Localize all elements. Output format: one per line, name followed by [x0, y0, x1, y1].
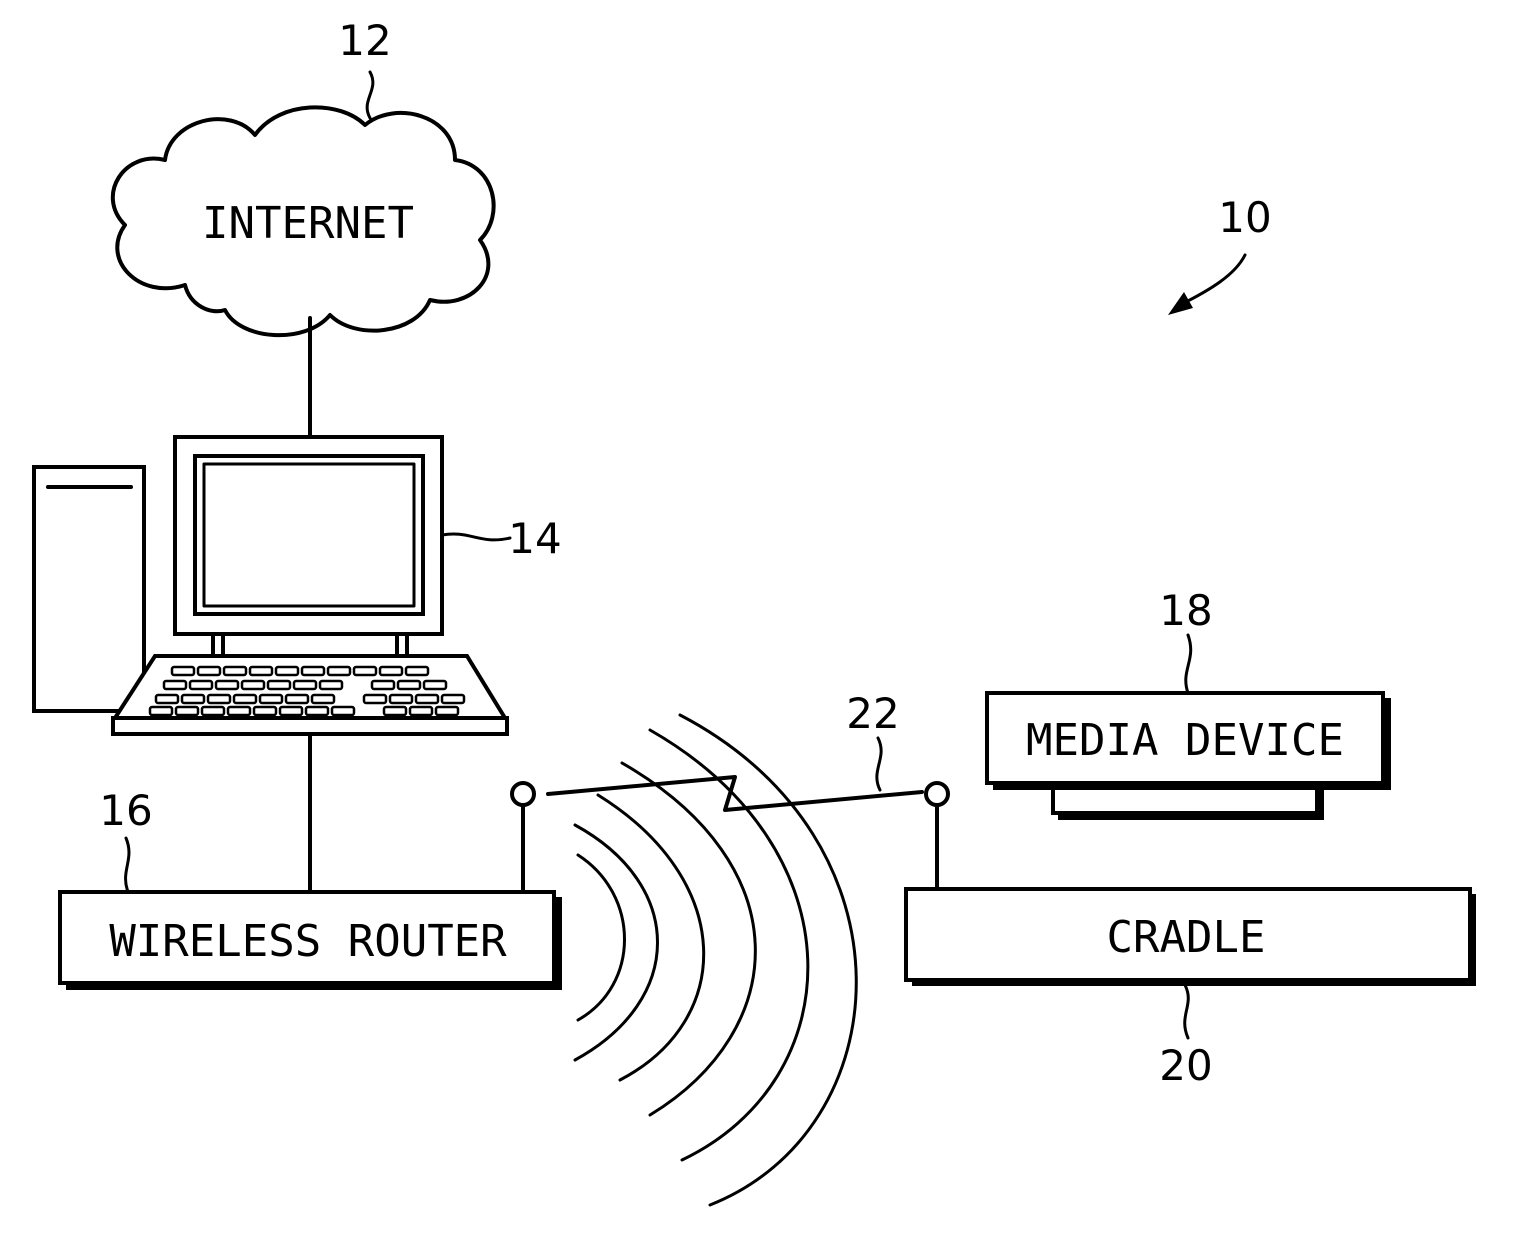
ref-10: 10 [1218, 193, 1271, 242]
computer-keyboard [113, 656, 507, 734]
ref-12-leader [367, 72, 373, 118]
ref-12: 12 [338, 16, 391, 65]
ref-20-leader [1185, 985, 1189, 1038]
cradle-antenna [926, 783, 948, 889]
ref-14-leader [442, 534, 510, 540]
wireless-router: WIRELESS ROUTER [60, 892, 562, 990]
ref-10-arrow [1168, 255, 1245, 315]
ref-16: 16 [99, 786, 152, 835]
ref-14: 14 [508, 514, 561, 563]
computer-monitor [175, 437, 442, 656]
internet-cloud: INTERNET [113, 107, 494, 335]
ref-22-leader [877, 738, 881, 790]
internet-label: INTERNET [202, 198, 414, 249]
ref-22: 22 [846, 689, 899, 738]
wireless-router-label: WIRELESS ROUTER [109, 916, 507, 967]
ref-20: 20 [1159, 1041, 1212, 1090]
cradle: CRADLE [906, 889, 1476, 986]
media-device-label: MEDIA DEVICE [1026, 715, 1344, 766]
media-device: MEDIA DEVICE [987, 693, 1391, 820]
ref-18-leader [1186, 635, 1191, 693]
cradle-label: CRADLE [1107, 912, 1266, 963]
ref-18: 18 [1159, 586, 1212, 635]
router-antenna [512, 783, 534, 892]
ref-16-leader [126, 838, 129, 892]
wireless-link [548, 777, 922, 810]
computer-tower [34, 467, 144, 711]
